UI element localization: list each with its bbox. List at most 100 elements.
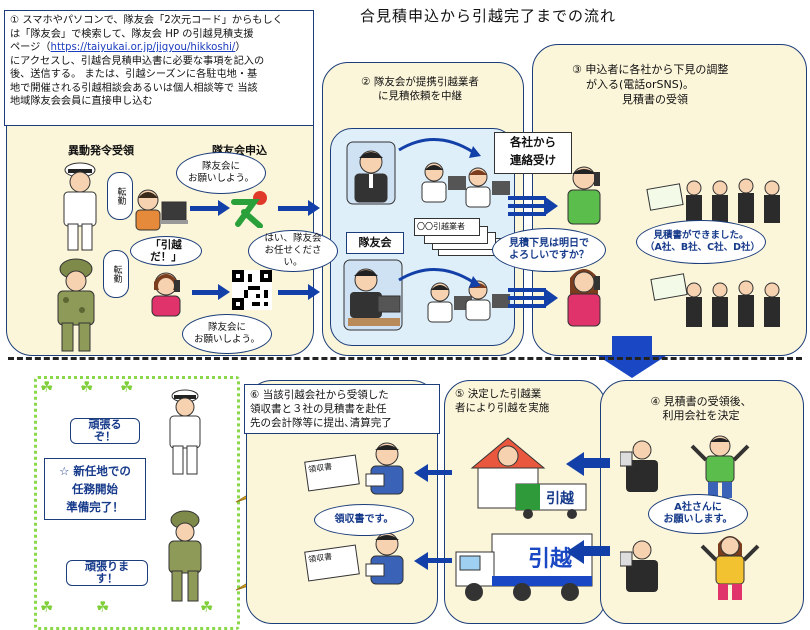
- hikkoshi-da-bubble: 「引越だ！」: [130, 236, 202, 266]
- shinninchi-line1: ☆ 新任地での: [59, 464, 131, 478]
- business-group-1: [686, 178, 780, 223]
- step1-line3: ページ（: [10, 42, 51, 53]
- onegai-bubble-2: 隊友会に お願いしよう。: [182, 314, 272, 354]
- step1-line3b: ）: [235, 42, 246, 53]
- phone-user-figure: [151, 272, 181, 317]
- step3-line1: ③ 申込者に各社から下見の調整: [572, 63, 729, 76]
- clover-icon: ☘: [200, 598, 214, 616]
- navy-officer-figure: [63, 162, 97, 251]
- stripe-2c: [508, 304, 546, 308]
- onegai-bubble-1: 隊友会に お願いしよう。: [176, 152, 266, 194]
- step3-label: ③ 申込者に各社から下見の調整 が入る(電話orSNS)。 見積書の受領: [572, 62, 782, 107]
- applicant-woman-phone: [567, 269, 601, 327]
- section-divider: [8, 357, 802, 360]
- ganbarimasu-bubble: 頑張ります！: [66, 560, 148, 586]
- ganbarimasu-text: 頑張ります！: [85, 560, 129, 585]
- stripe-1a: [508, 196, 546, 200]
- stripe-head-1: [544, 196, 558, 216]
- company-doc-1: 〇〇引越業者: [414, 218, 480, 236]
- shinninchi-line3: 準備完了！: [66, 500, 124, 514]
- pc-user-figure: [135, 189, 188, 231]
- ido-label: 異動発令受領: [68, 144, 134, 157]
- maru-gyosha-text: 〇〇引越業者: [417, 222, 465, 231]
- staff-phone-figure: [346, 141, 396, 205]
- clover-icon: ☘: [40, 378, 54, 396]
- down-arrow-shaft: [612, 336, 652, 358]
- stripe-1b: [508, 204, 546, 208]
- mitsumori-dekimashita-text: 見積書ができました。 （A社、B社、C社、D社）: [645, 230, 760, 253]
- stripe-1c: [508, 212, 546, 216]
- arrow-head-pc: [218, 200, 230, 216]
- arrow-left-shaft-1: [426, 470, 452, 475]
- mitsumori-dekimashita-bubble: 見積書ができました。 （A社、B社、C社、D社）: [636, 220, 766, 264]
- arrow-pc-to-logo: [190, 206, 220, 211]
- receipt-person-1: [365, 442, 404, 495]
- arrow-left-head-2: [414, 552, 428, 570]
- a-sha-text: A社さんに お願いします。: [663, 502, 733, 525]
- step1-line7: 地域隊友会会員に直接申し込む: [10, 96, 153, 107]
- navy-officer-figure-2: [169, 389, 201, 475]
- taiyukai-badge-text: 隊友会: [358, 236, 392, 249]
- staff-pc-figure: [343, 259, 403, 331]
- hai-text: はい、隊友会 お任せください。: [264, 233, 322, 268]
- clover-icon: ☘: [120, 378, 134, 396]
- arrow-qr-to-step2: [278, 290, 310, 295]
- house-mover-icon: 引越: [470, 437, 587, 519]
- tenkin-bubble-2: 転勤: [103, 250, 129, 298]
- tenkin-text-1: 転勤: [115, 187, 126, 205]
- decision-man-figure-2: [620, 540, 658, 592]
- step1-line2: は「隊友会」で検索して、隊友会 HP の引越見積支援: [10, 28, 254, 40]
- arrow-left-shaft-4: [582, 546, 610, 556]
- ryoshusho-bubble: 領収書です。: [314, 504, 414, 536]
- shinninchi-line2: 任務開始: [72, 482, 118, 496]
- arrow-phone-to-qr: [192, 290, 220, 295]
- onegai-text-2: 隊友会に お願いしよう。: [194, 322, 260, 345]
- step3-line2: が入る(電話orSNS)。: [586, 78, 695, 91]
- clover-icon: ☘: [80, 378, 94, 396]
- step4-label: ④ 見積書の受領後、 利用会社を決定: [650, 395, 752, 422]
- onegai-text-1: 隊友会に お願いしよう。: [188, 161, 254, 184]
- step3-line3: 見積書の受領: [622, 93, 688, 106]
- arrow-left-head-4: [566, 540, 584, 564]
- stripe-2b: [508, 296, 546, 300]
- step1-line5: 後、送信する。 または、引越シーズンに各駐屯地・基: [10, 69, 258, 80]
- stripe-2a: [508, 288, 546, 292]
- ganbaru-text: 頑張るぞ！: [88, 418, 122, 443]
- shinninchi-box: ☆ 新任地での 任務開始 準備完了！: [44, 458, 146, 520]
- receipt-label-1: 領収書: [307, 461, 333, 475]
- arrow-head-qr: [308, 284, 320, 300]
- kakusha-text: 各社から: [510, 135, 556, 149]
- kakusha-renraku-box: 各社から 連絡受け: [494, 132, 572, 174]
- page-title: 合見積申込から引越完了までの流れ: [360, 7, 617, 25]
- stripe-head-2: [544, 288, 558, 308]
- mitsumori-ashita-text: 見積下見は明日で よろしいですか？: [509, 238, 589, 261]
- a-sha-bubble: A社さんに お願いします。: [648, 494, 748, 534]
- army-soldier-figure: [57, 258, 95, 352]
- arrow-left-head-1: [414, 464, 428, 482]
- mitsumori-ashita-bubble: 見積下見は明日で よろしいですか？: [492, 228, 606, 272]
- taiyukai-badge: 隊友会: [346, 232, 404, 254]
- happy-man-figure: [690, 435, 750, 498]
- step1-line4: にアクセスし、引越合見積申込書に必要な事項を記入の: [10, 55, 265, 67]
- arrow-left-head-3: [566, 452, 584, 476]
- step2-label: ② 隊友会が提携引越業者 に見積依頼を中継: [361, 76, 479, 102]
- renraku-text: 連絡受け: [510, 153, 556, 167]
- receipt-label-2: 領収書: [307, 551, 333, 565]
- taiyukai-link[interactable]: https://taiyukai.or.jp/jigyou/hikkoshi/: [50, 42, 236, 53]
- step5-label: ⑤ 決定した引越業 者により引越を実施: [455, 388, 550, 414]
- army-soldier-figure-2: [168, 510, 202, 602]
- partner-headset-1: [421, 162, 466, 203]
- decision-man-figure: [620, 440, 658, 492]
- happy-woman-figure: [700, 536, 760, 600]
- clover-icon: ☘: [40, 598, 54, 616]
- step1-line6: 地で開催される引越相談会あるいは個人相談等で 当該: [10, 82, 258, 94]
- step1-line3-wrap: ページ（https://taiyukai.or.jp/jigyou/hikkos…: [10, 41, 308, 55]
- hai-bubble: はい、隊友会 お任せください。: [248, 230, 338, 272]
- down-arrow-head: [598, 356, 666, 378]
- ganbaru-bubble: 頑張るぞ！: [70, 418, 140, 444]
- hikkoshi-da-text: 「引越だ！」: [150, 239, 182, 263]
- business-group-2: [686, 280, 780, 327]
- qr-code-icon: [232, 270, 272, 310]
- partner-headset-2: [465, 167, 510, 208]
- taiyukai-logo-icon: [231, 191, 267, 228]
